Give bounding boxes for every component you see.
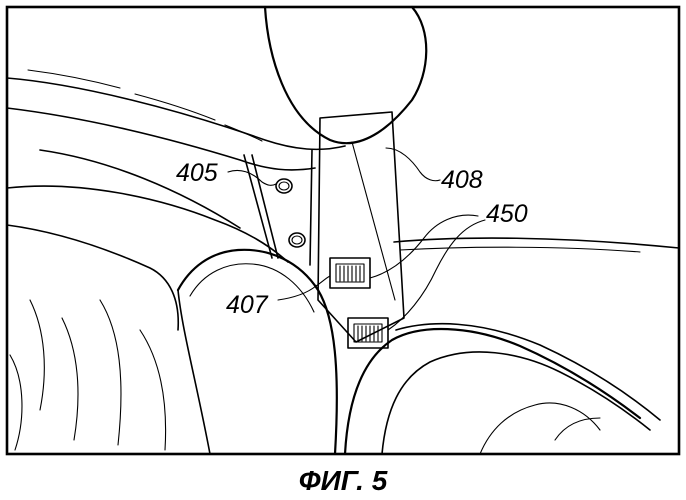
right-cushion-fold [480,403,600,454]
belt-hole-upper [276,179,292,193]
back-dash-1 [28,70,120,88]
back-curve-upper [7,78,345,149]
figure-frame [7,7,679,454]
belt-left-edge [244,155,272,258]
strap-408-outline [318,112,404,342]
right-seat-top [394,238,679,248]
left-fold-lines-4 [140,330,166,450]
leader-450-b [388,220,485,330]
left-fold [7,225,178,330]
left-fold-lines-2 [62,318,78,440]
ref-label-407: 407 [226,291,269,319]
back-dash-2 [135,94,215,120]
right-seat-front [396,324,660,420]
belt-hole-lower-inner [292,236,302,244]
left-fold-lines-1 [30,300,44,410]
belt-left-edge-2 [252,155,278,258]
line-drawing [7,7,679,454]
back-dash-3 [225,125,262,141]
belt-hole-upper-inner [279,182,289,190]
ref-label-408: 408 [441,166,483,194]
right-cushion-fold-2 [555,418,600,440]
belt-right-edge [310,150,312,265]
belt-hole-lower [289,233,305,247]
left-fold-lines-5 [10,355,22,450]
figure-caption: ФИГ. 5 [299,465,388,496]
left-fold-lines-3 [100,300,121,445]
sensor-patch-upper-lines [340,266,360,281]
strap-408-shading [352,142,395,300]
head-dome [265,7,426,143]
ref-label-405: 405 [176,159,218,187]
back-curve-lower [7,108,315,170]
right-seat-top-2 [400,247,640,252]
ref-label-450: 450 [486,200,528,228]
left-bolster-inner [178,290,210,454]
right-cushion-inner [382,352,650,454]
